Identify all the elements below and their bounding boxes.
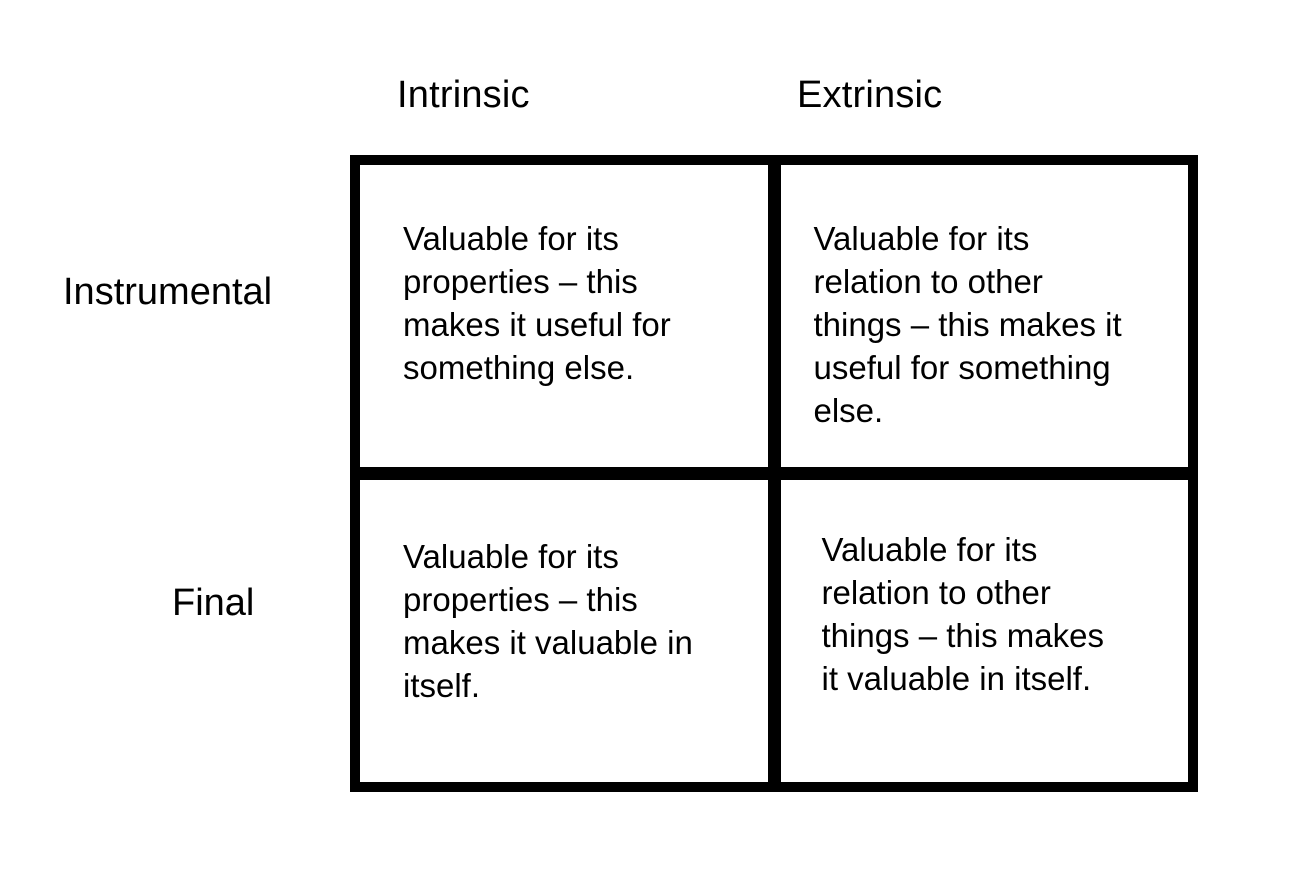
- cell-text-line: useful for something: [813, 349, 1111, 386]
- matrix-cell-final-intrinsic: Valuable for its properties – this makes…: [360, 480, 768, 782]
- cell-text-line: it valuable in itself.: [821, 660, 1092, 697]
- cell-text-line: Valuable for its: [403, 220, 619, 257]
- cell-text-line: properties – this: [403, 581, 638, 618]
- column-header-extrinsic: Extrinsic: [797, 74, 943, 116]
- cell-text-line: relation to other: [813, 263, 1043, 300]
- cell-text-line: Valuable for its: [403, 538, 619, 575]
- cell-text-line: makes it useful for: [403, 306, 671, 343]
- cell-text-line: Valuable for its: [813, 220, 1030, 257]
- cell-text-line: things – this makes it: [813, 306, 1122, 343]
- cell-text-line: Valuable for its: [821, 531, 1038, 568]
- cell-text-line: properties – this: [403, 263, 638, 300]
- cell-text-line: makes it valuable in: [403, 624, 693, 661]
- row-header-instrumental: Instrumental: [63, 271, 273, 313]
- column-header-intrinsic: Intrinsic: [397, 74, 530, 116]
- cell-text-line: itself.: [403, 667, 481, 704]
- cell-text-line: relation to other: [821, 574, 1051, 611]
- cell-text-line: something else.: [403, 349, 635, 386]
- cell-text-line: things – this makes: [821, 617, 1104, 654]
- matrix-cell-instrumental-extrinsic: Valuable for its relation to other thing…: [780, 165, 1188, 467]
- cell-text-line: else.: [813, 392, 884, 429]
- matrix-cell-final-extrinsic: Valuable for its relation to other thing…: [780, 480, 1188, 782]
- row-header-final: Final: [172, 582, 255, 624]
- matrix-cell-instrumental-intrinsic: Valuable for its properties – this makes…: [360, 165, 768, 467]
- matrix-grid: Valuable for its properties – this makes…: [350, 155, 1198, 792]
